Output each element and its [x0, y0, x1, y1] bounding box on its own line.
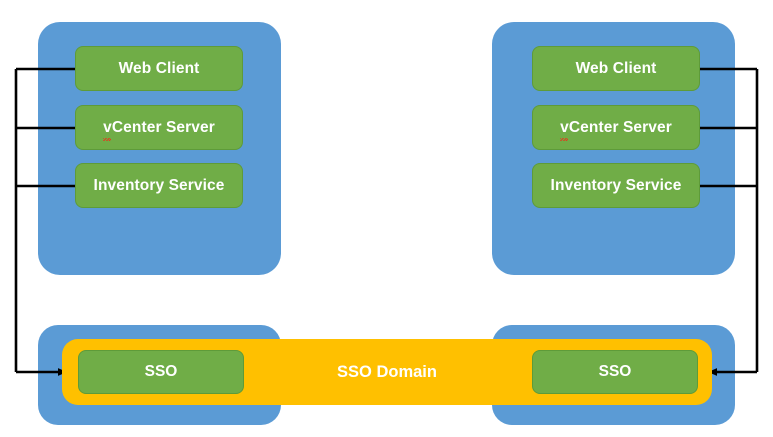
- component-label: Inventory Service: [550, 176, 682, 194]
- sso-box-label: SSO: [144, 363, 178, 380]
- component-label: Web Client: [118, 59, 200, 77]
- component-label: Center Server: [568, 118, 672, 136]
- sso-box-right[interactable]: SSO: [532, 350, 698, 394]
- sso-box-left[interactable]: SSO: [78, 350, 244, 394]
- component-left-web-client[interactable]: Web Client: [75, 46, 243, 91]
- component-label-spellchecked-prefix: v: [560, 118, 569, 141]
- component-right-web-client[interactable]: Web Client: [532, 46, 700, 91]
- component-label: Center Server: [111, 118, 215, 136]
- component-left-inventory-service[interactable]: Inventory Service: [75, 163, 243, 208]
- component-label: Inventory Service: [93, 176, 225, 194]
- component-right-inventory-service[interactable]: Inventory Service: [532, 163, 700, 208]
- component-label-spellchecked-prefix: v: [103, 118, 112, 141]
- sso-box-label: SSO: [598, 363, 632, 380]
- sso-domain-label: SSO Domain: [337, 362, 437, 381]
- component-label: Web Client: [575, 59, 657, 77]
